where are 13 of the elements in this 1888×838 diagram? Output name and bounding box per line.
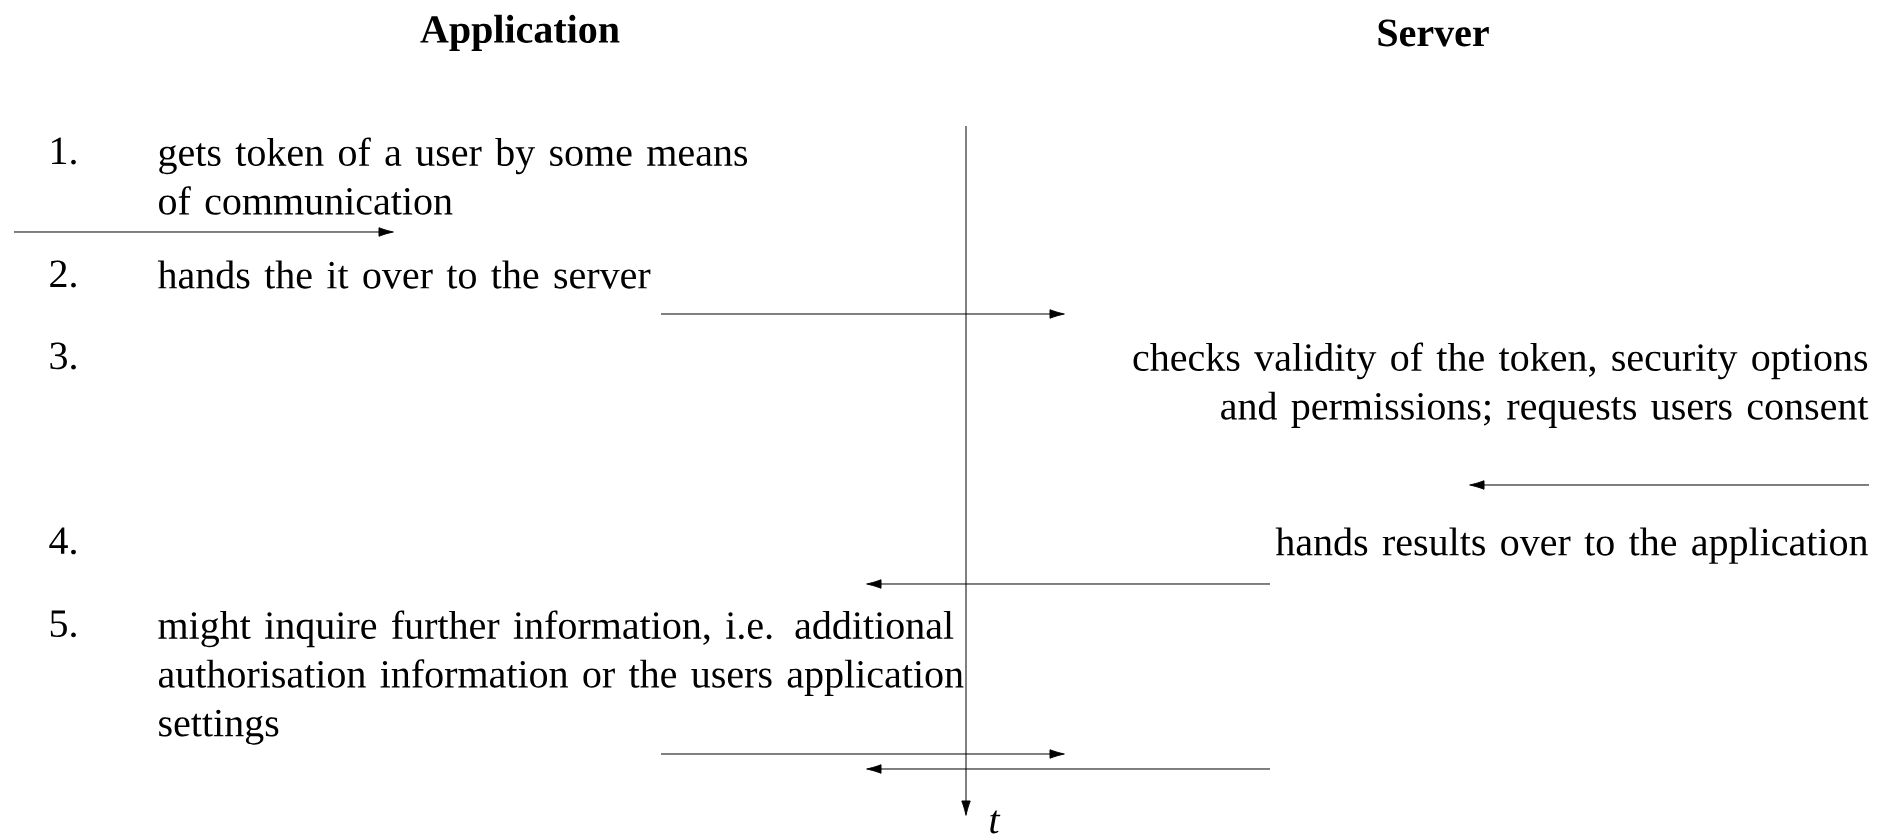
step-number: 5. <box>50 610 76 638</box>
step-text: checks validity of the token, security options and permissions; requests users consent <box>1133 342 1869 428</box>
step-text: gets token of a user by some means of communication <box>159 137 748 215</box>
step-number: 4. <box>49 527 76 555</box>
step-number: 2. <box>50 260 76 288</box>
step-text: might inquire further information, i.e. additional authorisation information or the users application settings <box>158 610 964 745</box>
step-number: 3. <box>50 342 76 370</box>
column-heading: Application <box>420 14 620 52</box>
step-text: hands results over to the application <box>1275 527 1868 564</box>
axis-label: t <box>990 810 1001 834</box>
step-text: hands the it over to the server <box>157 260 651 289</box>
column-heading: Server <box>1378 19 1489 47</box>
step-number: 1. <box>52 137 76 165</box>
